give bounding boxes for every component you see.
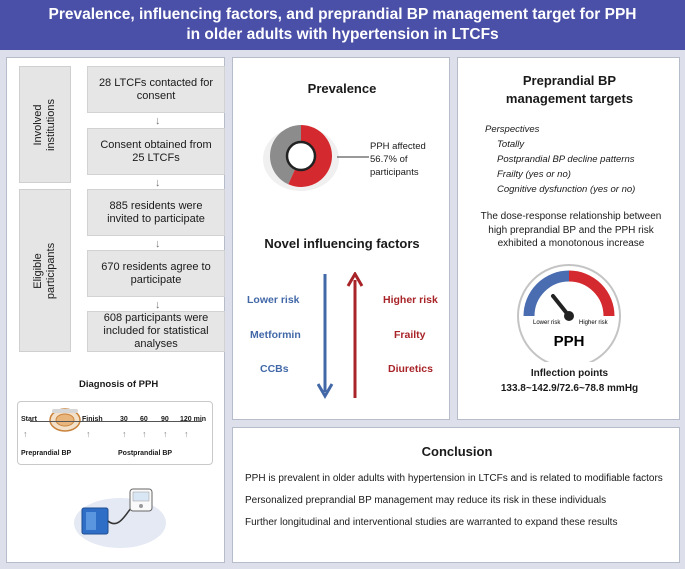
perspectives-label: Perspectives <box>485 124 540 135</box>
factor-frailty: Frailty <box>394 329 426 341</box>
prevalence-donut-chart <box>263 125 339 191</box>
conclusion-line: Further longitudinal and interventional … <box>245 517 618 528</box>
gauge-low-text: Lower risk <box>533 320 561 326</box>
gauge-high-arc <box>568 270 615 317</box>
gauge-high-text: Higher risk <box>579 320 609 326</box>
diagnosis-title: Diagnosis of PPH <box>79 379 159 390</box>
timeline-time-60: 60 <box>140 416 148 423</box>
diagnosis-timeline: Start Finish 30 60 90 120 min ↑ ↑ ↑ ↑ ↑ … <box>17 401 213 465</box>
step-text: 28 LTCFs contacted for consent <box>98 76 214 102</box>
down-arrow-icon: ↓ <box>155 177 161 189</box>
factor-ccbs: CCBs <box>260 363 289 375</box>
risk-arrows <box>317 272 364 399</box>
perspective-item: Postprandial BP decline patterns <box>497 154 635 165</box>
panel-prevalence-factors: Prevalence PPH affected 56.7% of partici… <box>232 57 450 420</box>
step-residents-invited: 885 residents were invited to participat… <box>87 189 225 236</box>
bp-monitor-icon <box>74 488 166 548</box>
involved-institutions-tab: Involved institutions <box>19 66 71 183</box>
factor-metformin: Metformin <box>250 329 301 341</box>
prevalence-leader-line <box>337 156 369 158</box>
conclusion-title: Conclusion <box>421 444 493 459</box>
down-arrow-icon: ↓ <box>155 115 161 127</box>
perspective-item: Cognitive dysfunction (yes or no) <box>497 184 636 195</box>
preprandial-label: Preprandial BP <box>21 450 72 457</box>
timeline-axis <box>30 421 202 422</box>
gauge-low-arc <box>523 270 570 317</box>
prevalence-title: Prevalence <box>307 81 377 96</box>
gauge-hub <box>564 311 574 321</box>
inflection-values: 133.8~142.9/72.6~78.8 mmHg <box>500 383 639 394</box>
title-line-2: in older adults with hypertension in LTC… <box>186 26 499 43</box>
donut-rest-slice <box>270 125 301 185</box>
targets-title-line: management targets <box>505 91 634 106</box>
step-text: 670 residents agree to participate <box>101 260 211 286</box>
step-text: 608 participants were included for stati… <box>103 312 209 350</box>
dose-response-text: The dose-response relationship between h… <box>466 210 676 251</box>
timeline-time-30: 30 <box>120 416 128 423</box>
header-banner: Prevalence, influencing factors, and pre… <box>0 0 685 50</box>
timeline-finish-label: Finish <box>82 416 103 423</box>
dose-text-line: The dose-response relationship between <box>480 211 662 222</box>
higher-risk-label: Higher risk <box>383 294 438 306</box>
donut-affected-slice <box>288 125 332 187</box>
panel-conclusion: Conclusion PPH is prevalent in older adu… <box>232 427 680 563</box>
lower-risk-label: Lower risk <box>247 294 300 306</box>
risk-gauge: Lower risk Higher risk PPH <box>517 264 621 362</box>
conclusion-line: Personalized preprandial BP management m… <box>245 495 607 506</box>
meal-icon <box>49 408 81 432</box>
eligible-participants-tab: Eligible participants <box>19 189 71 352</box>
factor-diuretics: Diuretics <box>388 363 433 375</box>
step-residents-agree: 670 residents agree to participate <box>87 250 225 297</box>
dose-text-line: high preprandial BP and the PPH risk <box>488 224 654 236</box>
arrow-up-icon: ↑ <box>86 429 91 439</box>
perspective-item: Totally <box>497 139 525 150</box>
involved-institutions-label: Involved institutions <box>32 98 57 151</box>
prevalence-text-line: participants <box>370 167 419 178</box>
arrow-up-icon: ↑ <box>23 429 28 439</box>
panel-bp-targets: Preprandial BP management targets Perspe… <box>457 57 680 420</box>
down-arrow-icon <box>317 383 334 399</box>
inflection-title: Inflection points <box>530 368 609 379</box>
timeline-time-90: 90 <box>161 416 169 423</box>
timeline-time-120: 120 min <box>180 416 207 423</box>
conclusion-line: PPH is prevalent in older adults with hy… <box>245 473 663 484</box>
step-consent-obtained: Consent obtained from 25 LTCFs <box>87 128 225 175</box>
down-arrow-icon: ↓ <box>155 299 161 311</box>
arrow-up-icon: ↑ <box>142 429 147 439</box>
title-line-1: Prevalence, influencing factors, and pre… <box>48 6 637 23</box>
timeline-start-label: Start <box>21 416 37 423</box>
down-arrow-icon: ↓ <box>155 238 161 250</box>
targets-title: Preprandial BP management targets <box>458 72 681 108</box>
postprandial-label: Postprandial BP <box>118 450 173 457</box>
targets-title-line: Preprandial BP <box>522 73 617 88</box>
arrow-up-icon: ↑ <box>163 429 168 439</box>
factors-title: Novel influencing factors <box>264 236 420 251</box>
arrow-up-icon: ↑ <box>184 429 189 439</box>
dose-text-line: exhibited a monotonous increase <box>497 238 645 249</box>
step-text: Consent obtained from 25 LTCFs <box>100 138 212 164</box>
prevalence-text-line: PPH affected <box>370 141 426 152</box>
step-text: 885 residents were invited to participat… <box>107 199 205 225</box>
arrow-up-icon: ↑ <box>122 429 127 439</box>
panel-participant-flow: Involved institutions Eligible participa… <box>6 57 225 563</box>
step-ltcfs-contacted: 28 LTCFs contacted for consent <box>87 66 225 113</box>
donut-hole <box>285 140 317 172</box>
perspective-item: Frailty (yes or no) <box>497 169 571 180</box>
up-arrow-icon <box>346 272 364 287</box>
eligible-participants-label: Eligible participants <box>32 242 57 299</box>
gauge-pph-text: PPH <box>554 333 585 350</box>
step-participants-included: 608 participants were included for stati… <box>87 311 225 352</box>
prevalence-text: PPH affected 56.7% of participants <box>370 140 426 179</box>
prevalence-text-line: 56.7% of <box>370 154 408 165</box>
